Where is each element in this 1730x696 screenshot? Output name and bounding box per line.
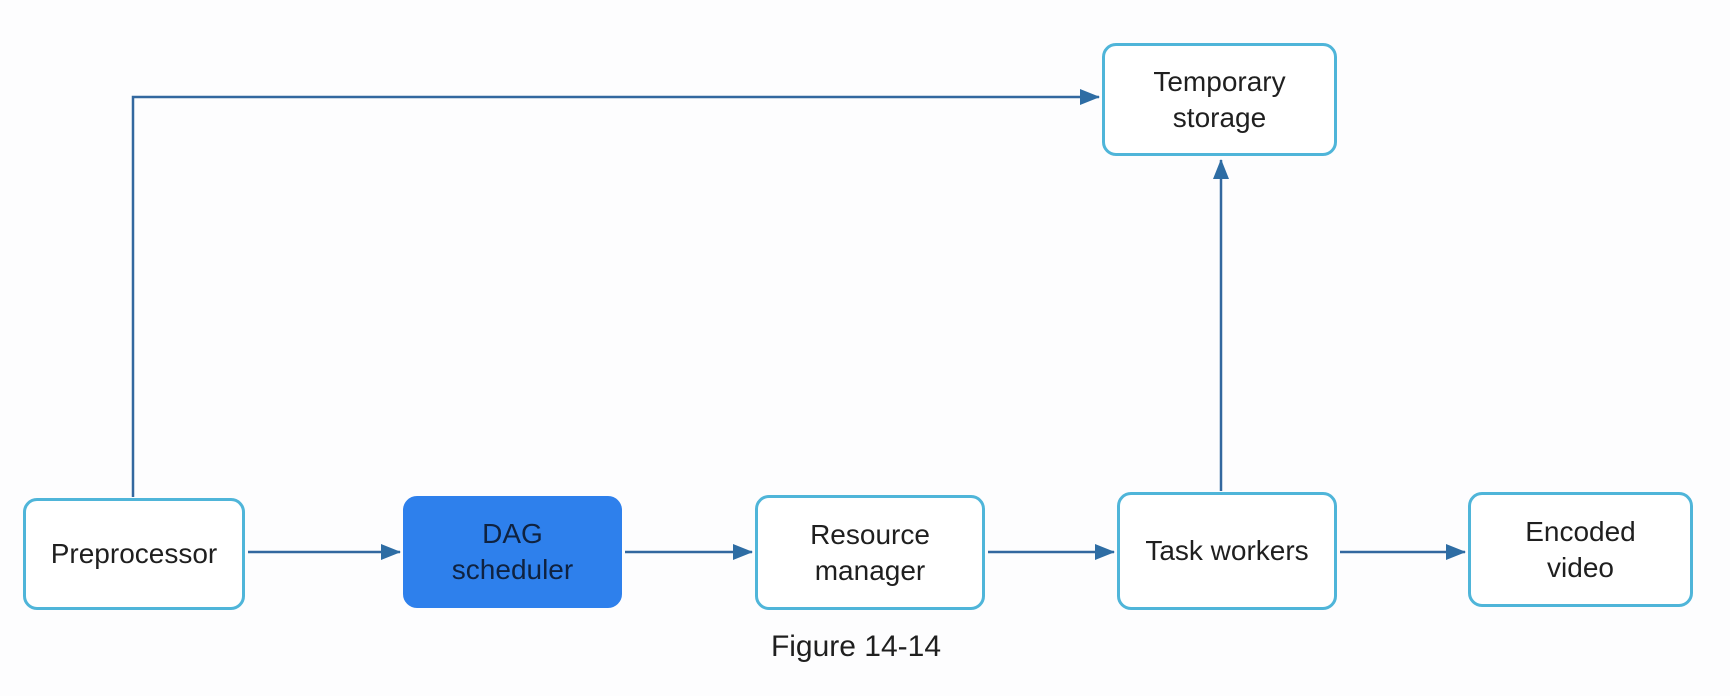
node-resource-manager: Resource manager (755, 495, 985, 610)
figure-caption: Figure 14-14 (770, 630, 942, 663)
node-label: Encoded video (1525, 515, 1636, 583)
node-label: DAG scheduler (451, 518, 574, 585)
node-label: Temporary storage (1153, 65, 1286, 133)
node-temporary-storage: Temporary storage (1102, 43, 1337, 156)
edge-preprocessor-to-temporary-storage (131, 89, 1100, 497)
node-label: Preprocessor (50, 538, 218, 570)
node-dag-scheduler: DAG scheduler (403, 496, 622, 608)
node-label: Resource manager (810, 518, 930, 586)
node-task-workers: Task workers (1117, 492, 1337, 610)
node-preprocessor: Preprocessor (23, 498, 245, 610)
node-label: Task workers (1145, 535, 1309, 567)
node-encoded-video: Encoded video (1468, 492, 1693, 607)
